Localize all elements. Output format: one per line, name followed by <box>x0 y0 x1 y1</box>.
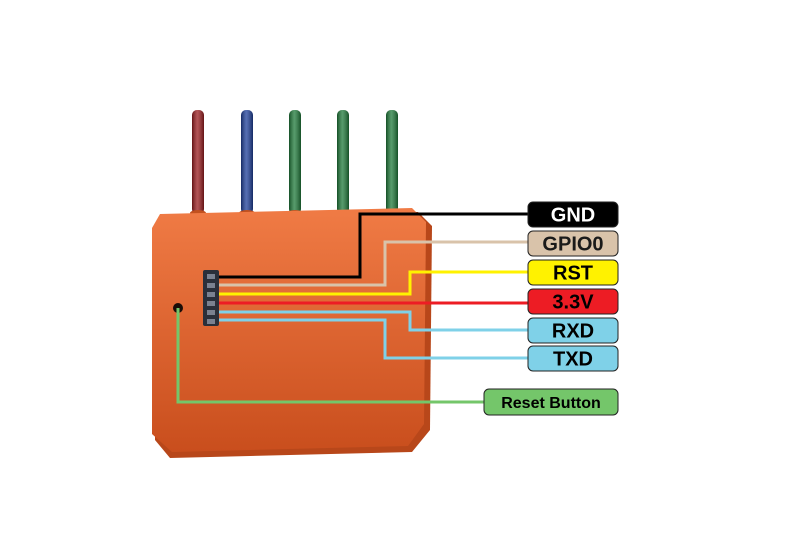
green-lead-3 <box>384 110 400 216</box>
label-v33: 3.3V <box>527 288 619 315</box>
rst-wire <box>219 270 528 296</box>
header-hole <box>207 283 215 288</box>
module-body <box>152 208 432 458</box>
label-rxd-box <box>527 317 619 344</box>
green-lead-2 <box>335 110 351 216</box>
header-hole <box>207 301 215 306</box>
header-hole <box>207 274 215 279</box>
label-gnd: GND <box>527 201 619 228</box>
label-gpio0-text: GPIO0 <box>542 234 603 256</box>
header-hole <box>207 310 215 315</box>
label-rst-text: RST <box>553 263 593 285</box>
module-face <box>152 208 426 452</box>
label-reset: Reset Button <box>483 388 619 416</box>
label-txd-text: TXD <box>553 349 593 371</box>
lead-wires <box>190 110 400 216</box>
label-txd: TXD <box>527 345 619 372</box>
blue-lead-shading <box>241 110 253 214</box>
label-rst: RST <box>527 259 619 286</box>
label-v33-text: 3.3V <box>552 292 594 314</box>
signal-wires <box>176 212 528 404</box>
label-reset-box <box>483 388 619 416</box>
label-v33-box <box>527 288 619 315</box>
label-reset-text: Reset Button <box>501 395 601 412</box>
blue-lead <box>239 110 255 216</box>
red-lead <box>190 110 206 216</box>
green-lead-3-shading <box>386 110 398 214</box>
label-rxd: RXD <box>527 317 619 344</box>
label-gnd-box <box>527 201 619 228</box>
pin-header-holes <box>207 274 215 324</box>
header-hole <box>207 292 215 297</box>
gpio0-wire <box>219 240 528 287</box>
txd-wire <box>219 318 528 360</box>
header-hole <box>207 319 215 324</box>
label-txd-box <box>527 345 619 372</box>
label-gnd-text: GND <box>551 205 595 227</box>
green-lead-1 <box>287 110 303 216</box>
label-gpio0: GPIO0 <box>527 230 619 257</box>
label-rst-box <box>527 259 619 286</box>
green-lead-1-shading <box>289 110 301 214</box>
label-gpio0-box <box>527 230 619 257</box>
green-lead-2-shading <box>337 110 349 214</box>
rxd-wire <box>219 310 528 332</box>
red-lead-shading <box>192 110 204 214</box>
reset-wire <box>176 308 484 404</box>
gnd-wire <box>219 212 528 279</box>
label-rxd-text: RXD <box>552 321 594 343</box>
